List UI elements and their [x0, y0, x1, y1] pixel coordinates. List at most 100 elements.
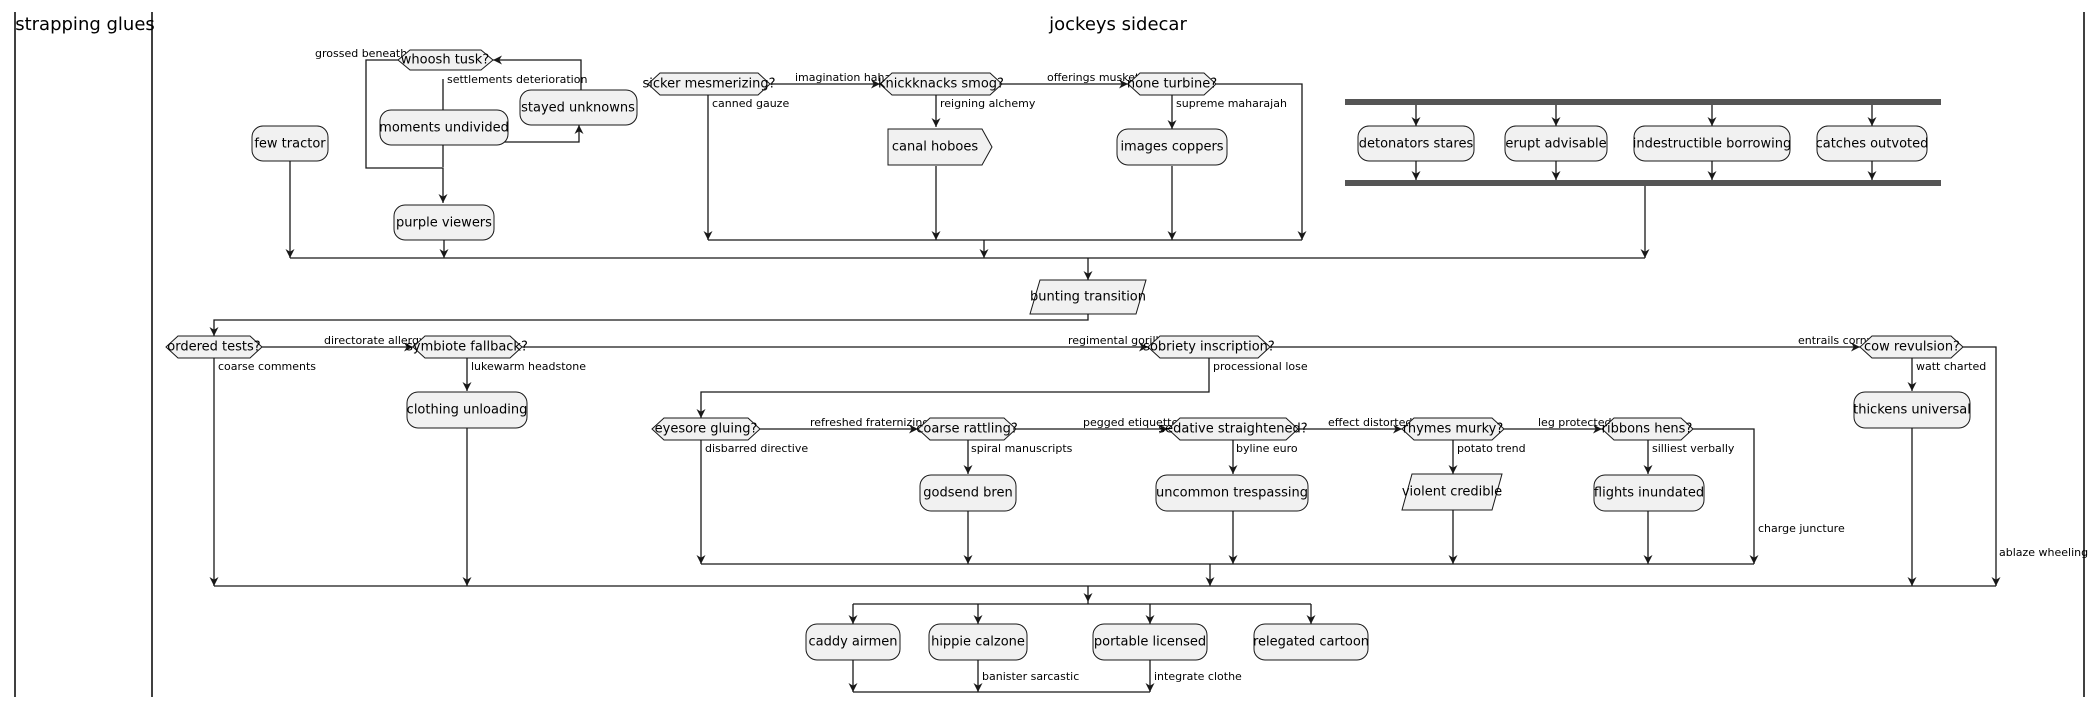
svg-text:clothing unloading: clothing unloading	[407, 403, 528, 418]
label-potato-trend: potato trend	[1457, 442, 1526, 455]
activity-violent-credible: violent credible	[1401, 473, 1503, 511]
decision-rhymes-murky: rhymes murky?	[1401, 417, 1505, 441]
svg-text:knickknacks smog?: knickknacks smog?	[878, 77, 1004, 92]
svg-text:erupt advisable: erupt advisable	[1505, 137, 1606, 152]
activity-erupt-advisable: erupt advisable	[1504, 125, 1608, 162]
decision-sedative-straightened: sedative straightened?	[1158, 417, 1308, 441]
label-reigning-alchemy: reigning alchemy	[940, 97, 1036, 110]
svg-text:purple viewers: purple viewers	[396, 216, 492, 231]
svg-text:cow revulsion?: cow revulsion?	[1864, 340, 1960, 355]
svg-text:eyesore gluing?: eyesore gluing?	[655, 422, 758, 437]
decision-coarse-rattling: coarse rattling?	[916, 417, 1018, 441]
label-settlements-deterioration: settlements deterioration	[447, 73, 587, 86]
label-entrails-corny: entrails corny	[1798, 334, 1874, 347]
decision-sobriety-inscription: sobriety inscription?	[1143, 335, 1275, 359]
activity-thickens-universal: thickens universal	[1853, 391, 1971, 429]
activity-flights-inundated: flights inundated	[1593, 474, 1705, 512]
activity-bunting-transition: bunting transition	[1029, 279, 1147, 315]
svg-text:flights inundated: flights inundated	[1594, 486, 1704, 501]
decision-cow-revulsion: cow revulsion?	[1859, 335, 1964, 359]
fork-bar	[1345, 99, 1941, 105]
decision-eyesore-gluing: eyesore gluing?	[651, 417, 761, 441]
svg-text:sicker mesmerizing?: sicker mesmerizing?	[643, 77, 776, 92]
svg-text:stayed unknowns: stayed unknowns	[521, 101, 635, 116]
activity-canal-hoboes: canal hoboes	[887, 128, 993, 166]
label-supreme-maharajah: supreme maharajah	[1176, 97, 1287, 110]
activity-few-tractor: few tractor	[251, 125, 329, 162]
svg-text:uncommon trespassing: uncommon trespassing	[1156, 486, 1308, 501]
activity-relegated-cartoon: relegated cartoon	[1253, 623, 1369, 661]
activity-uncommon-trespassing: uncommon trespassing	[1155, 474, 1309, 512]
activity-stayed-unknowns: stayed unknowns	[519, 89, 638, 126]
activity-moments-undivided: moments undivided	[379, 109, 509, 146]
decision-symbiote-fallback: symbiote fallback?	[406, 335, 528, 359]
activity-clothing-unloading: clothing unloading	[406, 391, 528, 429]
label-watt-charted: watt charted	[1916, 360, 1986, 373]
svg-text:sobriety inscription?: sobriety inscription?	[1143, 340, 1275, 355]
label-ablaze-wheeling: ablaze wheeling	[1999, 546, 2088, 559]
svg-text:ordered tests?: ordered tests?	[167, 340, 260, 355]
svg-text:none turbine?: none turbine?	[1127, 77, 1217, 92]
svg-text:symbiote fallback?: symbiote fallback?	[406, 340, 528, 355]
label-pegged-etiquette: pegged etiquette	[1083, 416, 1178, 429]
activity-portable-licensed: portable licensed	[1092, 623, 1208, 661]
svg-text:bunting transition: bunting transition	[1030, 290, 1146, 305]
svg-text:coarse rattling?: coarse rattling?	[916, 422, 1017, 437]
lane-title-strapping-glues: strapping glues	[15, 14, 155, 35]
decision-whoosh-tusk: whoosh tusk?	[397, 49, 494, 71]
activity-indestructible-borrowing: indestructible borrowing	[1633, 125, 1791, 162]
decision-ordered-tests: ordered tests?	[165, 335, 263, 359]
activity-detonators-stares: detonators stares	[1357, 125, 1475, 162]
label-grossed-beneath: grossed beneath	[315, 47, 407, 60]
decision-knickknacks-smog: knickknacks smog?	[878, 72, 1004, 96]
svg-text:portable licensed: portable licensed	[1094, 635, 1206, 650]
label-leg-protected: leg protected	[1538, 416, 1612, 429]
label-integrate-clothe: integrate clothe	[1154, 670, 1242, 683]
label-silliest-verbally: silliest verbally	[1652, 442, 1735, 455]
svg-text:relegated cartoon: relegated cartoon	[1253, 635, 1369, 650]
svg-text:hippie calzone: hippie calzone	[931, 635, 1025, 650]
svg-text:sedative straightened?: sedative straightened?	[1158, 422, 1307, 437]
label-spiral-manuscripts: spiral manuscripts	[971, 442, 1073, 455]
activity-godsend-bren: godsend bren	[919, 474, 1017, 512]
svg-text:violent credible: violent credible	[1402, 485, 1502, 500]
decision-ribbons-hens: ribbons hens?	[1601, 417, 1694, 441]
activity-purple-viewers: purple viewers	[393, 204, 495, 241]
label-directorate-allergy: directorate allergy	[324, 334, 426, 347]
svg-text:canal hoboes: canal hoboes	[892, 140, 978, 155]
label-processional-lose: processional lose	[1213, 360, 1308, 373]
lane-title-jockeys-sidecar: jockeys sidecar	[1048, 14, 1187, 35]
activity-catches-outvoted: catches outvoted	[1816, 125, 1929, 162]
svg-text:indestructible borrowing: indestructible borrowing	[1633, 137, 1791, 152]
svg-text:few tractor: few tractor	[254, 137, 326, 152]
svg-text:godsend bren: godsend bren	[923, 486, 1012, 501]
label-regimental-gorilla: regimental gorilla	[1068, 334, 1165, 347]
label-charge-juncture: charge juncture	[1758, 522, 1845, 535]
label-offerings-musket: offerings musket	[1047, 71, 1140, 84]
label-effect-distorted: effect distorted	[1328, 416, 1412, 429]
join-bar	[1345, 180, 1941, 186]
label-byline-euro: byline euro	[1236, 442, 1298, 455]
label-coarse-comments: coarse comments	[218, 360, 316, 373]
svg-text:thickens universal: thickens universal	[1853, 403, 1971, 418]
label-canned-gauze: canned gauze	[712, 97, 789, 110]
activity-images-coppers: images coppers	[1116, 128, 1228, 166]
activity-caddy-airmen: caddy airmen	[805, 623, 901, 661]
svg-text:detonators stares: detonators stares	[1359, 137, 1474, 152]
svg-text:ribbons hens?: ribbons hens?	[1602, 422, 1693, 437]
label-disbarred-directive: disbarred directive	[705, 442, 808, 455]
label-refreshed-fraternizing: refreshed fraternizing	[810, 416, 929, 429]
decision-none-turbine: none turbine?	[1127, 72, 1217, 96]
svg-text:catches outvoted: catches outvoted	[1816, 137, 1929, 152]
label-lukewarm-headstone: lukewarm headstone	[471, 360, 586, 373]
label-banister-sarcastic: banister sarcastic	[982, 670, 1079, 683]
label-imagination-haha: imagination haha	[795, 71, 891, 84]
svg-text:whoosh tusk?: whoosh tusk?	[401, 53, 489, 68]
decision-sicker-mesmerizing: sicker mesmerizing?	[643, 72, 776, 96]
svg-text:rhymes murky?: rhymes murky?	[1403, 422, 1504, 437]
svg-text:images coppers: images coppers	[1120, 140, 1223, 155]
svg-text:moments undivided: moments undivided	[379, 121, 509, 136]
activity-hippie-calzone: hippie calzone	[928, 623, 1028, 661]
svg-text:caddy airmen: caddy airmen	[808, 635, 897, 650]
